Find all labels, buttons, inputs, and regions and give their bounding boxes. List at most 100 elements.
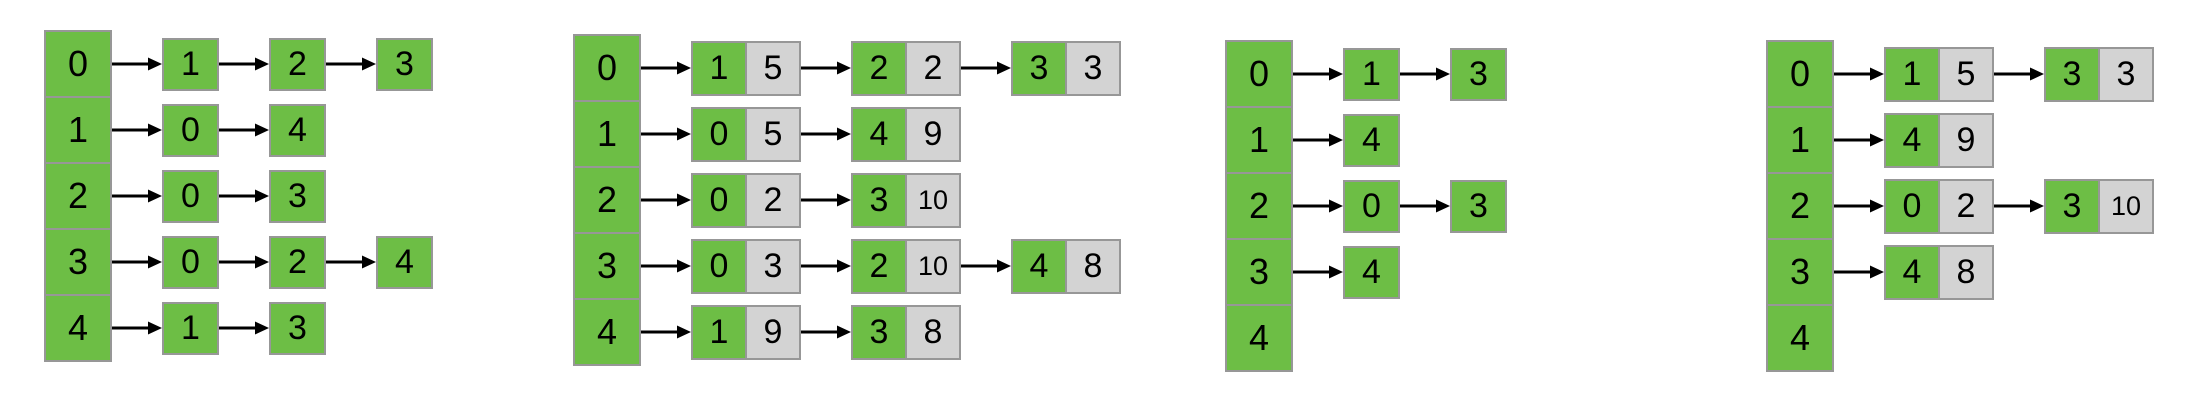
array-cell: 3 <box>1225 238 1293 306</box>
array-cell: 0 <box>573 34 641 102</box>
vertex-cell: 2 <box>851 238 907 294</box>
array-cell: 3 <box>44 228 112 296</box>
vertex-cell: 0 <box>1884 178 1940 234</box>
vertex-cell: 3 <box>1011 40 1067 96</box>
weight-cell: 2 <box>1938 178 1994 234</box>
arrow-icon <box>112 57 162 71</box>
list-node: 2 <box>269 235 326 289</box>
arrow-icon <box>1293 199 1343 213</box>
list-node: 3 <box>269 169 326 223</box>
arrow-icon <box>641 259 691 273</box>
arrow-icon <box>112 321 162 335</box>
arrow-icon <box>1293 67 1343 81</box>
array-cell: 0 <box>44 30 112 98</box>
vertex-cell: 4 <box>1011 238 1067 294</box>
arrow-icon <box>641 61 691 75</box>
vertex-cell: 3 <box>851 304 907 360</box>
weight-cell: 5 <box>745 106 801 162</box>
weight-cell: 8 <box>1938 244 1994 300</box>
vertex-cell: 1 <box>691 304 747 360</box>
list-node: 4 <box>1343 113 1400 167</box>
list-node: 1 <box>162 301 219 355</box>
arrow-icon <box>112 255 162 269</box>
vertex-cell: 4 <box>1884 244 1940 300</box>
array-cell: 2 <box>573 166 641 234</box>
vertex-cell: 1 <box>1884 46 1940 102</box>
array-cell: 4 <box>1766 304 1834 372</box>
arrow-icon <box>1834 67 1884 81</box>
weight-cell: 8 <box>1065 238 1121 294</box>
arrow-icon <box>641 325 691 339</box>
array-cell: 1 <box>44 96 112 164</box>
weight-cell: 2 <box>905 40 961 96</box>
vertex-cell: 0 <box>691 172 747 228</box>
weight-cell: 3 <box>745 238 801 294</box>
weight-cell: 3 <box>1065 40 1121 96</box>
arrow-icon <box>1994 67 2044 81</box>
arrow-icon <box>801 127 851 141</box>
list-node: 4 <box>376 235 433 289</box>
weight-cell: 10 <box>905 238 961 294</box>
adjacency-row: 4 <box>1225 304 1507 372</box>
list-node: 0 <box>1343 179 1400 233</box>
array-cell: 2 <box>1225 172 1293 240</box>
list-node: 4 <box>269 103 326 157</box>
arrow-icon <box>326 255 376 269</box>
list-node: 3 <box>1450 179 1507 233</box>
vertex-cell: 0 <box>691 238 747 294</box>
list-node: 2 <box>269 37 326 91</box>
list-node: 0 <box>162 169 219 223</box>
adjacency-row: 4 <box>1766 304 2154 372</box>
list-node: 3 <box>376 37 433 91</box>
arrow-icon <box>801 325 851 339</box>
weight-cell: 5 <box>1938 46 1994 102</box>
vertex-cell: 4 <box>1884 112 1940 168</box>
array-cell: 1 <box>573 100 641 168</box>
arrow-icon <box>1834 133 1884 147</box>
arrow-icon <box>1834 265 1884 279</box>
array-cell: 4 <box>1225 304 1293 372</box>
array-cell: 1 <box>1766 106 1834 174</box>
arrow-icon <box>801 259 851 273</box>
vertex-cell: 3 <box>851 172 907 228</box>
arrow-icon <box>219 57 269 71</box>
weight-cell: 3 <box>2098 46 2154 102</box>
array-cell: 4 <box>44 294 112 362</box>
arrow-icon <box>1994 199 2044 213</box>
list-node: 4 <box>1343 245 1400 299</box>
list-node: 1 <box>162 37 219 91</box>
list-node: 0 <box>162 103 219 157</box>
arrow-icon <box>112 189 162 203</box>
array-cell: 2 <box>44 162 112 230</box>
weight-cell: 9 <box>1938 112 1994 168</box>
